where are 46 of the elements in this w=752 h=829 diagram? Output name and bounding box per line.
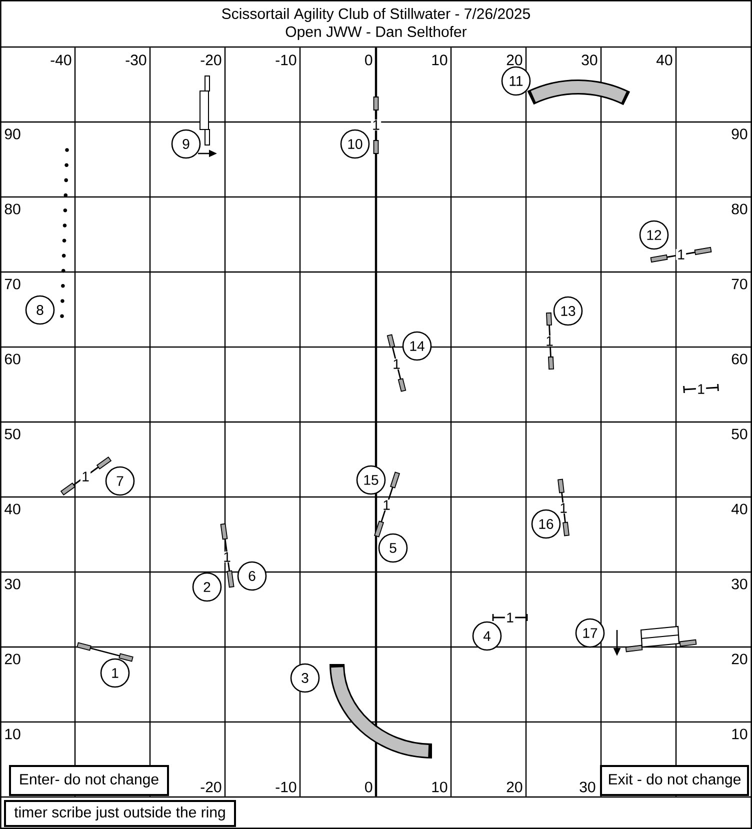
axis-label: -10 xyxy=(276,54,296,66)
axis-label: 50 xyxy=(732,428,748,440)
note-box: timer scribe just outside the ring xyxy=(4,800,236,827)
subtitle: Open JWW - Dan Selthofer xyxy=(286,26,467,40)
axis-label: 30 xyxy=(732,578,748,590)
jump-label: 1 xyxy=(370,120,382,130)
axis-label: 0 xyxy=(365,54,372,66)
axis-label: 70 xyxy=(4,278,20,290)
jump-label: 1 xyxy=(558,502,569,514)
jump-label: 1 xyxy=(391,358,402,370)
axis-label: 70 xyxy=(732,278,748,290)
axis-label: 40 xyxy=(731,504,748,514)
axis-label: 20 xyxy=(506,782,522,792)
axis-label: 40 xyxy=(4,504,20,514)
axis-label: 80 xyxy=(732,204,748,214)
axis-label: 60 xyxy=(732,354,748,364)
axis-label: 30 xyxy=(582,54,598,66)
jump-label: 1 xyxy=(696,384,706,394)
axis-label: 80 xyxy=(4,204,20,214)
note-box: Exit - do not change xyxy=(600,765,749,796)
axis-label: 0 xyxy=(365,782,372,792)
axis-label: -10 xyxy=(276,782,296,792)
title: Scissortail Agility Club of Stillwater - 7/26/2025 xyxy=(222,8,530,22)
axis-label: 30 xyxy=(4,578,20,590)
jump-label: 1 xyxy=(676,249,686,260)
note-box: Enter- do not change xyxy=(9,765,169,796)
axis-label: 40 xyxy=(656,54,672,66)
axis-label: 10 xyxy=(5,728,20,740)
axis-label: -30 xyxy=(126,54,146,66)
axis-label: -40 xyxy=(50,54,72,66)
axis-label: 90 xyxy=(4,128,20,140)
axis-label: 50 xyxy=(4,428,20,440)
axis-label: 20 xyxy=(4,654,20,664)
axis-label: 10 xyxy=(732,728,748,740)
jump-label: 1 xyxy=(544,336,555,346)
axis-label: 60 xyxy=(4,354,20,364)
axis-label: 20 xyxy=(732,654,748,664)
axis-label: 10 xyxy=(432,782,448,792)
jump-label: 1 xyxy=(381,500,392,510)
jump-label: 1 xyxy=(80,471,91,482)
axis-label: -20 xyxy=(200,54,222,66)
jump-label: 1 xyxy=(222,552,232,562)
axis-label: 10 xyxy=(432,54,448,66)
axis-label: -20 xyxy=(200,782,222,792)
axis-label: 90 xyxy=(732,128,748,140)
jump-label: 1 xyxy=(504,612,516,623)
